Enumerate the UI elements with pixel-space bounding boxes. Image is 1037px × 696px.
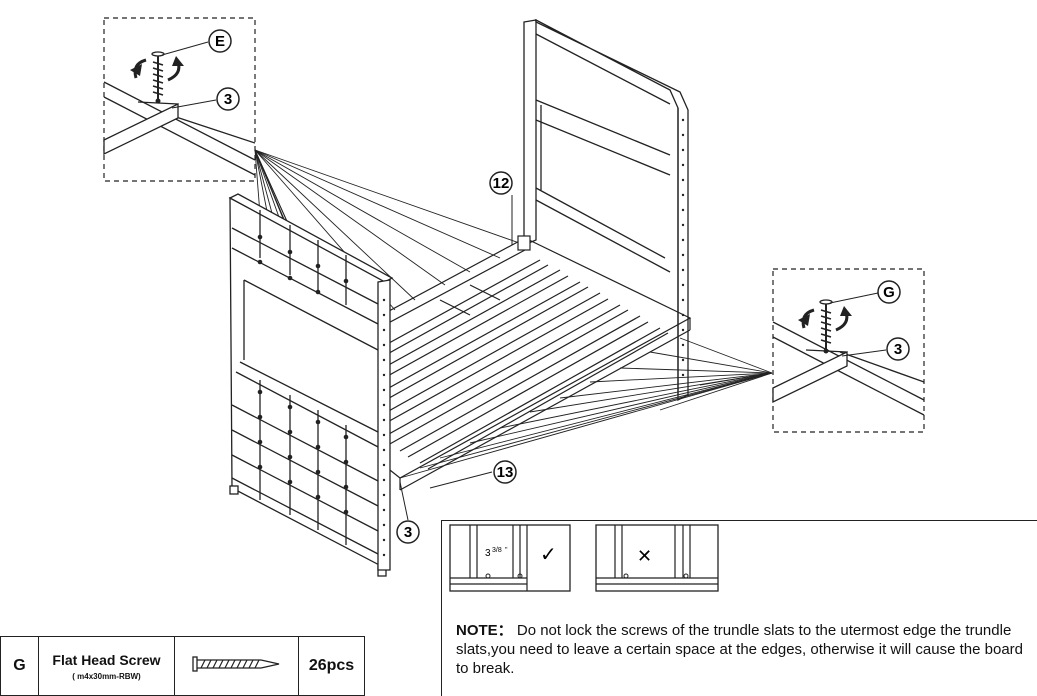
note-separator: ： (497, 622, 513, 639)
screw-illustration-icon (191, 655, 279, 672)
callout-e: E (215, 33, 225, 50)
incorrect-gap-diagram: ✕ (595, 524, 719, 592)
callout-13: 13 (497, 464, 514, 481)
note-body: Do not lock the screws of the trundle sl… (456, 622, 1024, 677)
callout-g: G (883, 284, 895, 301)
callout-3-right: 3 (894, 341, 902, 358)
gap-whole: 3 (485, 548, 491, 559)
callout-3-bottom: 3 (404, 524, 412, 541)
detail-left-screw-e: E 3 (103, 17, 256, 182)
part-name: Flat Head Screw (52, 651, 161, 668)
footboard-post-holes (382, 298, 386, 557)
part-qty-cell: 26pcs (298, 636, 365, 696)
headboard-frame (523, 18, 689, 402)
gap-unit: " (505, 547, 508, 554)
leader-fan-right (399, 337, 773, 479)
part-letter-cell: G (0, 636, 39, 696)
footboard-tufts (257, 234, 349, 515)
hardware-row: G Flat Head Screw ( m4x30mm-RBW) 26pcs (0, 636, 365, 696)
part-name-cell: Flat Head Screw ( m4x30mm-RBW) (38, 636, 175, 696)
footboard (228, 193, 394, 577)
part-image-cell (174, 636, 299, 696)
detail-right-screw-g: G 3 (772, 268, 925, 433)
rotation-arrow-left-icon (130, 56, 184, 82)
part-letter: G (13, 657, 26, 674)
callout-12: 12 (493, 175, 510, 192)
part-quantity: 26pcs (308, 657, 355, 674)
note-box: NOTE： Do not lock the screws of the trun… (441, 520, 1037, 696)
rotation-arrow-right-icon (798, 306, 852, 332)
note-label: NOTE (456, 622, 498, 639)
screw-e-icon (151, 51, 165, 104)
correct-gap-diagram: 3 3/8 " ✓ (449, 524, 571, 592)
screw-g-icon (819, 299, 833, 354)
cross-icon: ✕ (637, 546, 652, 567)
check-icon: ✓ (540, 542, 557, 566)
callout-3-left: 3 (224, 91, 232, 108)
part-spec: ( m4x30mm-RBW) (72, 671, 141, 681)
gap-fraction: 3/8 (492, 547, 502, 554)
footboard-post (377, 279, 391, 571)
hardware-table: G Flat Head Screw ( m4x30mm-RBW) 26pcs (0, 636, 365, 696)
note-text-block: NOTE： Do not lock the screws of the trun… (456, 621, 1036, 678)
